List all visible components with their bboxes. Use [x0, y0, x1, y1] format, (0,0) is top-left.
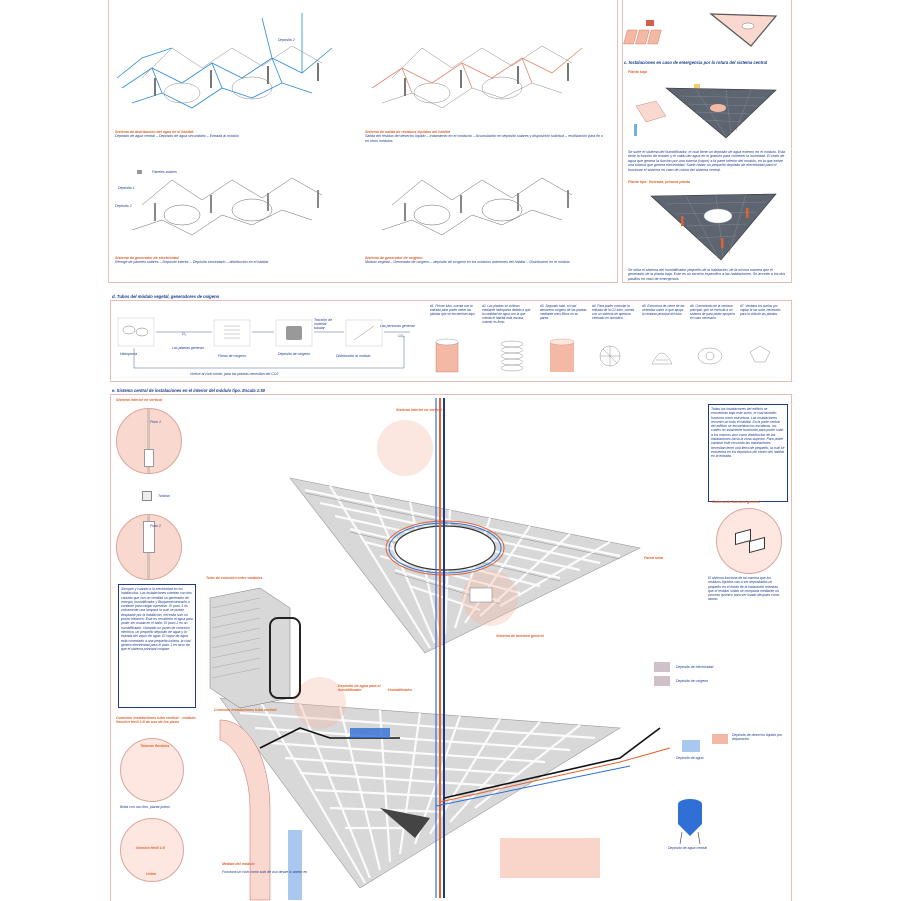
- planta-tipo-label: Planta tipo: Vivienda, primera planta: [628, 180, 690, 184]
- seccion-label: Sección fértil 1:5: [136, 846, 165, 850]
- sistema-bombeo-label: Sistema de bombeo general: [496, 634, 544, 638]
- caption-water-distribution: Sistema de distribución del agua en el h…: [115, 130, 239, 139]
- water-distribution-diagram: [116, 13, 333, 109]
- liquid-waste-diagram: [371, 45, 583, 109]
- loop-label: Vuelve al ciclo inicial, para las planta…: [190, 372, 279, 376]
- o2-label: O₂: [182, 332, 187, 336]
- left-note: Siempre y cuando a la electricidad en lo…: [118, 584, 196, 708]
- deposito-1-label: Depósito 1: [118, 186, 135, 190]
- emergency-para2: Se sitúa el sistema del humidificador pe…: [628, 268, 786, 281]
- step-d3: d3. Segundo tubo, el cual almacena oxíge…: [540, 304, 587, 320]
- plantas-generan-label: Las plantas generan: [172, 346, 204, 350]
- emergency-ground-floor-drawing: [634, 84, 777, 139]
- connection-tube-drawing: [209, 587, 301, 709]
- oxygen-process-flow: [117, 317, 410, 369]
- central-installation-isometric: [219, 398, 671, 898]
- electricity-diagram: [131, 170, 323, 236]
- tube-icons: [435, 338, 771, 373]
- oxygen-tubes-title: d. Tubos del módulo vegetal, generadores…: [112, 294, 220, 299]
- pozo2-detail-circle: [116, 514, 182, 580]
- dep-oxigeno-box: [654, 676, 670, 686]
- step-d5: d5. Estructura de cierre de las vivienda…: [642, 304, 685, 316]
- sistema-vertical-label: Sistema interior en vertical: [396, 408, 442, 412]
- step-d6: d6. Conectando de la ventana principal, …: [690, 304, 735, 320]
- step-d4: d4. Para poder controlar la entrada de l…: [592, 304, 635, 320]
- distribucion-label: Distribución al módulo: [336, 354, 371, 358]
- step-d2: d2. Las plantas se cultivan mediante hid…: [482, 304, 531, 324]
- union-label: Unión: [146, 872, 157, 876]
- right-note2: El sistema funciona de tal manera que lo…: [708, 576, 780, 602]
- turbina-icon: [142, 491, 152, 501]
- dep-electricidad-box: [654, 662, 670, 672]
- deposito-2-top-label: Depósito 2: [278, 38, 295, 42]
- deposito-2-mid-label: Depósito 2: [115, 204, 132, 208]
- emergency-para1: Se sufre el sistema del humidificador, e…: [628, 150, 786, 172]
- dep-agua-label: Depósito de agua: [676, 756, 704, 760]
- step-d7: d7. Ventana los suelos por captar la luz…: [740, 304, 781, 316]
- top-left-panel: [108, 0, 618, 283]
- medida-label: Medida del módulo: [222, 862, 255, 866]
- dep-desecho-box: [712, 734, 728, 744]
- oxygen-diagram: [381, 177, 573, 236]
- hidroponia-label: Hidroponía: [120, 352, 138, 356]
- paneles-solares-label: Paneles solares: [152, 170, 177, 174]
- right-title2: Sistema de bombeo general: [712, 500, 760, 504]
- dep-oxigeno-label: Depósito de oxígeno: [676, 679, 709, 683]
- sistema-interior-label: Sistema interior en vertical: [116, 398, 162, 402]
- pozo1-detail-circle: [116, 408, 182, 474]
- pared-solar-label: Pared solar: [644, 556, 664, 560]
- emergency-section-title: c. Instalaciones en caso de emergencia p…: [624, 60, 768, 65]
- bombeo-detail-circle: [716, 508, 782, 574]
- brida-label: Brida con uso fino, planta juntos: [120, 805, 170, 809]
- dep-desecho-label: Depósito de desecho líquido por depuraci…: [732, 733, 783, 742]
- central-system-title: e. Sistema central de instalaciones en e…: [112, 388, 266, 393]
- step-d1: d1. Primer tubo, cuenta con la entrada p…: [430, 304, 476, 316]
- central-water-tank: [678, 799, 702, 845]
- conexion-label: Conexión instalaciones tubo vertical – m…: [116, 716, 197, 725]
- humidificador-label: Humidificador: [388, 688, 413, 692]
- tuberia-label: Tracción de material tubular: [314, 318, 333, 331]
- tubo-conexion-label: Tubo de conexión entre módulos: [206, 576, 263, 580]
- dep-agua-box: [682, 740, 700, 752]
- fibras-label: Fibras de oxígeno: [218, 354, 247, 358]
- pozo1-label: Pozo 1: [150, 420, 161, 424]
- emergency-typical-floor-drawing: [650, 193, 777, 261]
- seccion-detail-circle: [120, 818, 184, 882]
- toberas-detail-circle: [120, 738, 184, 802]
- deposito-oxigeno-label: Depósito de oxígeno: [278, 352, 311, 356]
- conexion-tubo-label: Conexión instalaciones tubo vertical: [214, 708, 277, 712]
- medida-text: Funciona un ciclo como solo de uso desde…: [222, 870, 308, 874]
- module-thumbnails: [623, 13, 778, 47]
- deposito-agua-hum-label: Depósito de agua para el humidificador: [338, 684, 381, 693]
- turbina-label: Turbina: [158, 494, 170, 498]
- right-note1: Todas las instalaciones del edificio se …: [708, 404, 788, 502]
- pozo2-label: Pozo 2: [150, 524, 161, 528]
- planta-baja-label: Planta baja: [628, 70, 647, 74]
- dep-electricidad-label: Depósito de electricidad: [676, 665, 714, 669]
- caption-liquid-waste: Sistema de salida de residuos líquidos d…: [365, 130, 603, 143]
- dep-agua-central-label: Depósito de agua central: [668, 846, 707, 850]
- co2-label: CO₂: [398, 334, 405, 338]
- toberas-label: Toberas flexibles: [140, 744, 170, 748]
- personas-label: Las personas generan: [380, 324, 415, 328]
